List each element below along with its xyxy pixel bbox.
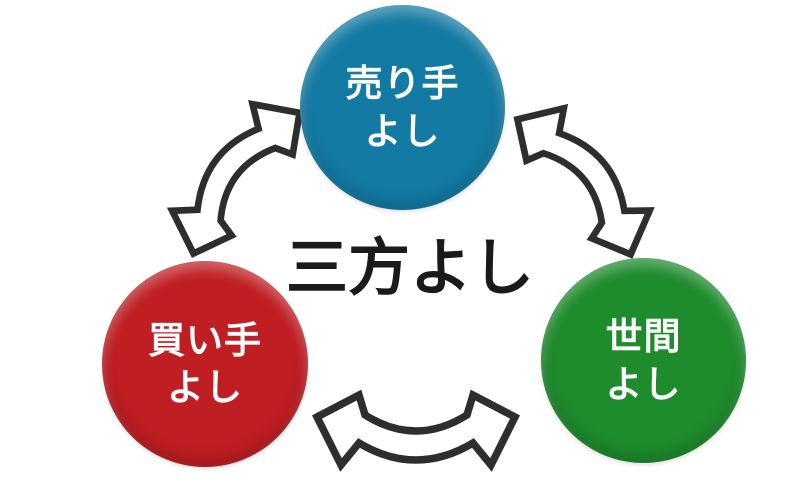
circle-seller-label: 売り手 よし (345, 63, 460, 152)
circle-society-label: 世間 よし (605, 316, 682, 405)
circle-buyer: 買い手 よし (102, 261, 308, 467)
circle-society: 世間 よし (541, 258, 746, 463)
double-arrow-buyer-society-icon (317, 395, 515, 465)
circle-seller: 売り手 よし (300, 5, 505, 210)
circle-buyer-label: 買い手 よし (148, 319, 262, 408)
diagram-title: 三方よし (285, 234, 534, 303)
